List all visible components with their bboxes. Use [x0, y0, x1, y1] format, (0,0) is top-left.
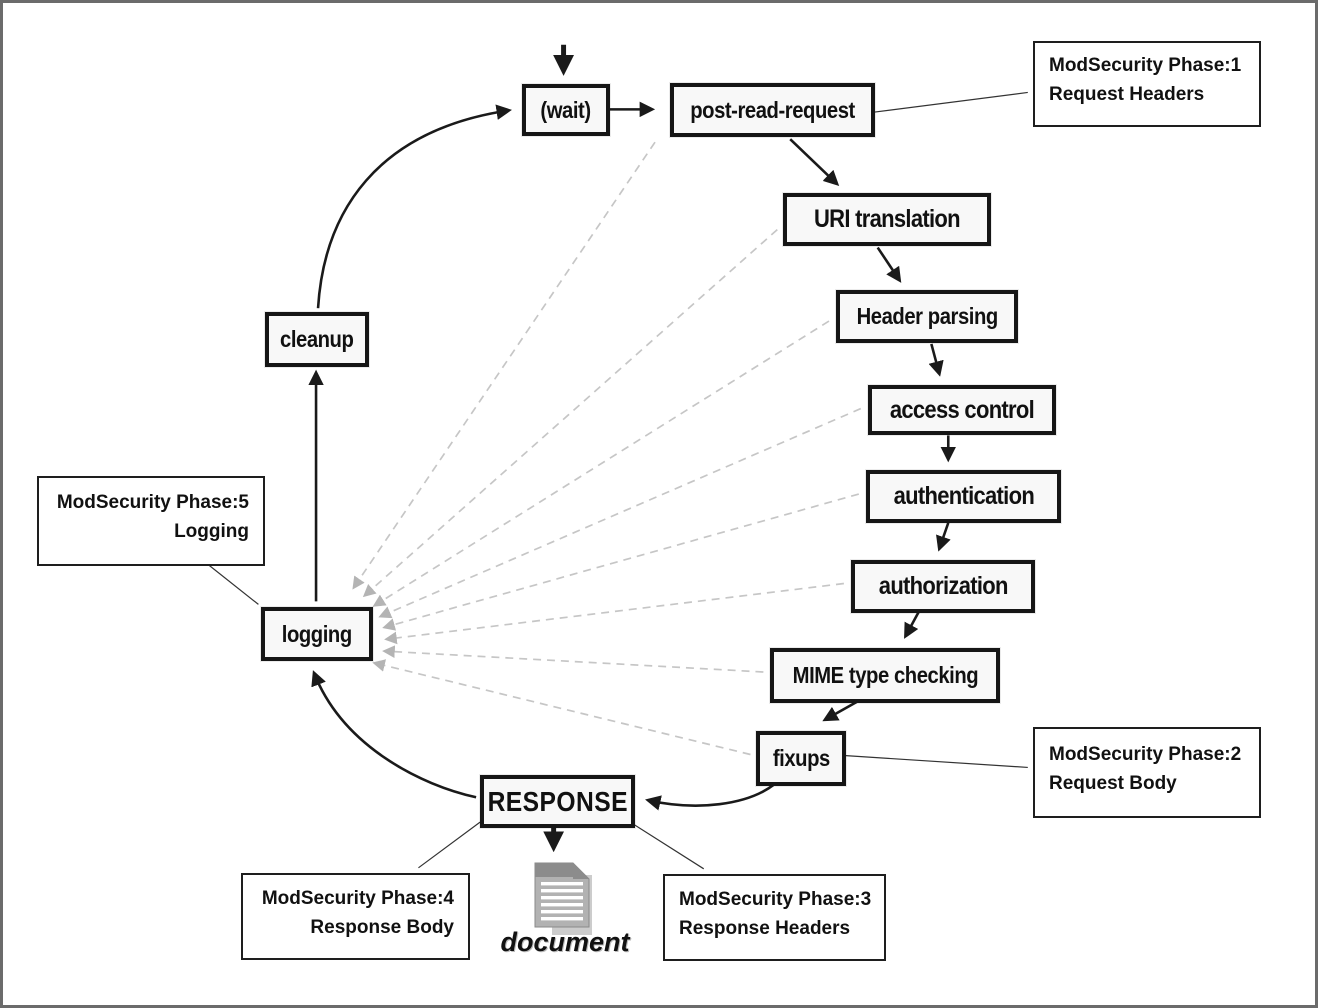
callout-phase2-title: ModSecurity Phase:2 — [1049, 743, 1242, 765]
arrow-response-to-logging — [311, 670, 477, 799]
node-cleanup-label: cleanup — [280, 326, 354, 352]
callout-phase2-subtitle: Request Body — [1049, 772, 1177, 794]
callout-phase5: ModSecurity Phase:5 Logging — [37, 476, 265, 566]
callout-phase3: ModSecurity Phase:3 Response Headers — [663, 874, 886, 961]
arrow-uri-translation-to-header-parsing — [876, 246, 902, 283]
callout-phase1: ModSecurity Phase:1 Request Headers — [1033, 41, 1261, 127]
arrow-layer — [205, 44, 1028, 870]
node-mime-type-checking-label: MIME type checking — [792, 662, 978, 688]
node-response-label: RESPONSE — [487, 785, 628, 817]
logging-dashed-arrows — [352, 141, 862, 756]
node-authentication: authentication — [866, 470, 1061, 523]
connector-phase2-to-fixups — [843, 754, 1028, 769]
node-uri-translation-label: URI translation — [814, 205, 961, 233]
callout-phase2: ModSecurity Phase:2 Request Body — [1033, 727, 1261, 818]
node-access-control-label: access control — [889, 395, 1035, 424]
node-post-read-request: post-read-request — [670, 83, 875, 137]
callout-phase1-title: ModSecurity Phase:1 — [1049, 55, 1242, 77]
callout-phase5-title: ModSecurity Phase:5 — [56, 492, 249, 514]
document-icon — [527, 859, 607, 939]
dashed-arrow-uri-translation-to-logging — [362, 229, 778, 598]
callout-phase4-title: ModSecurity Phase:4 — [261, 887, 454, 909]
node-authorization-label: authorization — [878, 572, 1009, 600]
node-wait-label: (wait) — [540, 96, 592, 123]
callout-phase4: ModSecurity Phase:4 Response Body — [241, 873, 470, 960]
callout-phase3-subtitle: Response Headers — [679, 917, 851, 939]
dashed-arrow-post-read-request-to-logging — [352, 141, 656, 590]
node-logging-label: logging — [282, 620, 352, 647]
connector-phase1-to-post-read-request — [872, 91, 1028, 113]
arrow-authorization-to-mime-type-checking — [904, 611, 920, 639]
node-authorization: authorization — [851, 560, 1035, 613]
node-header-parsing: Header parsing — [836, 290, 1018, 343]
node-fixups: fixups — [756, 731, 846, 786]
node-authentication-label: authentication — [893, 482, 1034, 510]
dashed-arrow-header-parsing-to-logging — [372, 320, 830, 607]
document-label: document — [500, 927, 630, 957]
dashed-arrow-access-control-to-logging — [378, 407, 862, 619]
node-mime-type-checking: MIME type checking — [770, 648, 1000, 703]
flow-arrows — [308, 44, 957, 853]
callout-connectors — [205, 91, 1028, 870]
callout-phase5-subtitle: Logging — [174, 521, 249, 542]
node-access-control: access control — [868, 385, 1056, 435]
dashed-arrow-authentication-to-logging — [382, 493, 860, 631]
connector-phase5-to-logging — [205, 562, 259, 605]
arrow-fixups-to-response — [645, 783, 776, 811]
callout-phase3-title: ModSecurity Phase:3 — [679, 888, 872, 910]
node-cleanup: cleanup — [265, 312, 369, 367]
node-uri-translation: URI translation — [783, 193, 991, 246]
node-fixups-label: fixups — [772, 745, 830, 771]
dashed-arrow-mime-type-checking-to-logging — [382, 645, 764, 673]
node-logging: logging — [261, 607, 373, 661]
connector-phase4-to-response — [418, 821, 481, 869]
node-header-parsing-label: Header parsing — [856, 303, 998, 329]
connector-phase3-to-response — [629, 821, 705, 870]
node-response: RESPONSE — [480, 775, 635, 828]
dashed-arrow-fixups-to-logging — [372, 659, 751, 756]
node-wait: (wait) — [522, 84, 610, 136]
arrow-cleanup-to-wait — [316, 104, 512, 309]
arrow-mime-type-checking-to-fixups — [822, 700, 858, 722]
callout-phase4-subtitle: Response Body — [310, 916, 454, 938]
dashed-arrow-authorization-to-logging — [384, 582, 844, 645]
callout-phase1-subtitle: Request Headers — [1049, 84, 1205, 105]
node-post-read-request-label: post-read-request — [690, 96, 855, 123]
arrow-header-parsing-to-access-control — [928, 343, 944, 377]
arrow-post-read-request-to-uri-translation — [789, 138, 840, 187]
arrow-authentication-to-authorization — [936, 522, 951, 552]
